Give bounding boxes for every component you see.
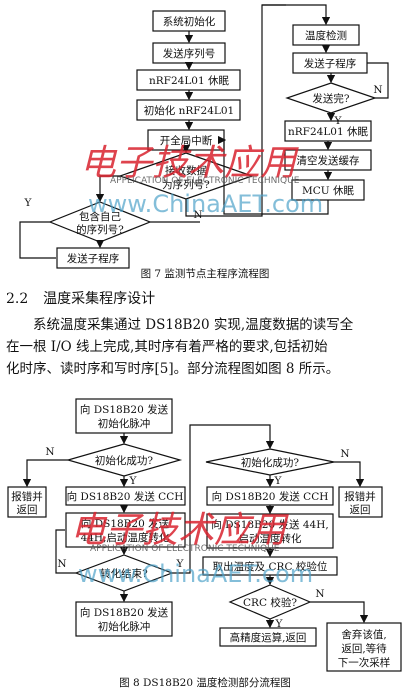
- figure-8-labels: 向 DS18B20 发送 初始化脉冲 初始化成功? 报错并 返回 向 DS18B…: [11, 403, 390, 669]
- fig8-node-high-precision: 高精度运算,返回: [230, 631, 307, 644]
- fig7-label-y-2: Y: [334, 115, 343, 127]
- fig8-node-reset-2a: 向 DS18B20 发送: [80, 606, 169, 619]
- watermark-top: 电子技术应用 APPLICATION OF ELECTRONIC TECHNIQ…: [80, 143, 323, 218]
- watermark-tagline-top: APPLICATION OF ELECTRONIC TECHNIQUE: [110, 176, 300, 186]
- fig7-node-mcu-sleep: MCU 休眠: [302, 185, 354, 197]
- fig7-node-has-serial-1: 包含自己: [79, 210, 121, 223]
- fig7-label-y-1: Y: [24, 197, 33, 209]
- fig7-node-clear-buffer: 清空发送缓存: [297, 154, 360, 167]
- fig8-node-reset-1b: 初始化脉冲: [98, 417, 151, 430]
- fig8-label-n-1: N: [45, 446, 54, 458]
- fig8-node-discard-3: 下一次采样: [338, 656, 391, 669]
- fig7-node-nrf-sleep: nRF24L01 休眠: [149, 75, 229, 87]
- fig8-node-cch-right: 向 DS18B20 发送 CCH: [212, 490, 329, 503]
- fig8-node-44h-right-2: 启动温度转化: [239, 532, 302, 545]
- fig7-node-send-sub-left: 发送子程序: [67, 252, 120, 265]
- fig8-label-y-4: Y: [275, 618, 284, 630]
- fig7-label-n-2: N: [373, 84, 382, 96]
- section-paragraph: 系统温度采集通过 DS18B20 实现,温度数据的读写全 在一根 I/O 线上完…: [6, 314, 404, 380]
- fig8-node-discard-2: 返回,等待: [341, 642, 387, 655]
- fig8-node-err-left-1: 报错并: [11, 490, 43, 503]
- fig8-node-discard-1: 舍弃该值,: [341, 628, 386, 641]
- figure-7-caption: 图 7 监测节点主程序流程图: [141, 267, 270, 280]
- fig7-node-nrf-sleep-right: nRF24L01 休眠: [288, 126, 368, 138]
- fig7-label-n-1: N: [193, 209, 202, 221]
- fig8-label-y-2: Y: [176, 558, 185, 570]
- watermark-tagline-bottom: APPLICATION OF ELECTRONIC TECHNIQUE: [90, 544, 280, 554]
- paragraph-line-2: 在一根 I/O 线上完成,其时序有着严格的要求,包括初始: [6, 339, 328, 355]
- fig8-node-cch-left: 向 DS18B20 发送 CCH: [67, 490, 184, 503]
- fig7-node-open-int: 开全局中断: [160, 134, 213, 147]
- fig8-label-n-3: N: [340, 448, 349, 460]
- fig7-node-send-sub-right: 发送子程序: [304, 57, 357, 70]
- paragraph-line-3: 化时序、读时序和写时序[5]。部分流程图如图 8 所示。: [6, 361, 340, 377]
- fig8-node-read-temp: 取出温度及 CRC 校验位: [213, 560, 328, 573]
- section-heading: 2.2 温度采集程序设计: [6, 288, 155, 308]
- figure-8-flowchart: [7, 398, 402, 672]
- section-title: 温度采集程序设计: [43, 291, 156, 307]
- fig8-label-y-3: Y: [274, 475, 283, 487]
- fig8-node-err-right-2: 返回: [350, 504, 371, 516]
- fig8-node-reset-1a: 向 DS18B20 发送: [80, 403, 169, 416]
- fig7-node-init-nrf: 初始化 nRF24L01: [144, 104, 235, 117]
- fig7-node-sys-init: 系统初始化: [163, 15, 216, 28]
- section-number: 2.2: [6, 291, 29, 307]
- fig8-label-n-4: N: [315, 588, 324, 600]
- fig7-node-has-serial-2: 的序列号?: [76, 223, 124, 236]
- fig8-node-init-ok-left: 初始化成功?: [95, 454, 153, 467]
- fig7-node-temp-detect: 温度检测: [305, 29, 347, 42]
- watermark-brand-bottom: 电子技术应用: [70, 510, 289, 551]
- watermark-bottom: 电子技术应用 APPLICATION OF ELECTRONIC TECHNIQ…: [70, 510, 313, 588]
- fig8-label-y-1: Y: [129, 475, 138, 487]
- figure-7-labels: 系统初始化 发送序列号 nRF24L01 休眠 初始化 nRF24L01 开全局…: [24, 15, 383, 265]
- fig7-node-send-done: 发送完?: [312, 92, 349, 105]
- fig8-node-err-left-2: 返回: [17, 504, 38, 516]
- fig8-node-reset-2b: 初始化脉冲: [98, 620, 151, 633]
- fig8-node-44h-right-1: 向 DS18B20 发送 44H,: [211, 518, 328, 531]
- fig8-node-44h-left-1: 向 DS18B20 发送: [81, 517, 170, 530]
- figure-8-caption: 图 8 DS18B20 温度检测部分流程图: [119, 676, 291, 689]
- watermark-url-bottom: www.ChinaAET.com: [78, 560, 313, 588]
- figure-7-flowchart: [19, 4, 389, 269]
- watermark-brand-top: 电子技术应用: [80, 143, 299, 184]
- fig7-node-is-serial: 为序列号?: [162, 178, 210, 191]
- fig7-node-send-serial: 发送序列号: [163, 47, 216, 60]
- paragraph-line-1: 系统温度采集通过 DS18B20 实现,温度数据的读写全: [33, 317, 354, 333]
- fig8-node-init-ok-right: 初始化成功?: [241, 456, 299, 469]
- watermark-url-top: www.ChinaAET.com: [88, 190, 323, 218]
- fig8-node-crc-check: CRC 校验?: [243, 596, 297, 609]
- fig7-node-recv-data: 接收数据: [165, 164, 207, 177]
- fig8-node-44h-left-2: 44H,启动温度转化: [81, 531, 170, 544]
- fig8-label-n-2: N: [57, 558, 66, 570]
- fig8-node-conv-done: 转化结束?: [100, 567, 148, 580]
- fig8-node-err-right-1: 报错并: [344, 490, 376, 503]
